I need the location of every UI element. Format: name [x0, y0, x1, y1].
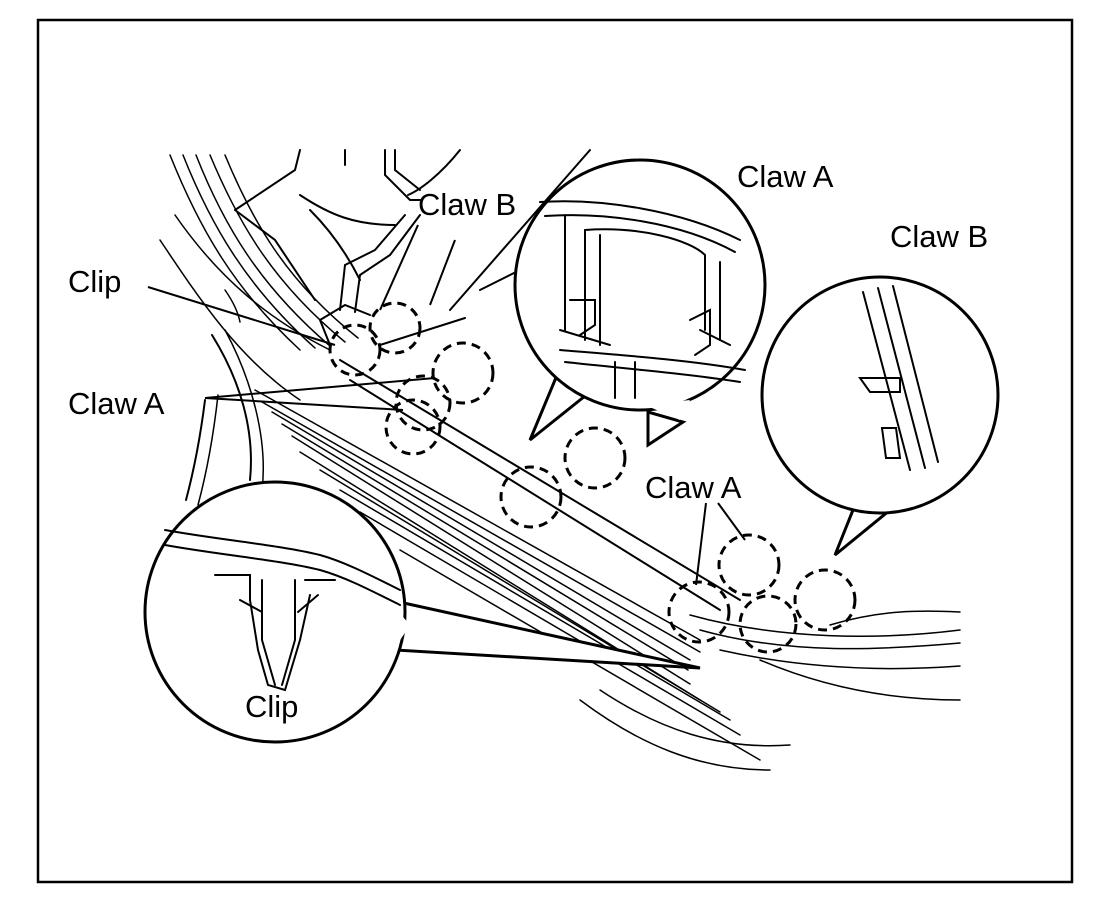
- claw-a-marker: [717, 533, 781, 597]
- clip-marker: [328, 323, 382, 377]
- claw-a-marker: [667, 580, 731, 644]
- claw-b-marker: [793, 568, 857, 632]
- label-clip-left: Clip: [68, 264, 121, 299]
- claw-a-marker: [431, 341, 495, 405]
- diagram-frame: [36, 18, 1074, 884]
- label-claw-b-center: Claw B: [418, 187, 516, 222]
- claw-a-marker: [394, 374, 452, 432]
- leader-lines: [147, 224, 746, 586]
- label-claw-a-bottom-right: Claw A: [645, 470, 742, 505]
- clip-detail-callout: [143, 480, 701, 744]
- claw-b-detail-callout: [760, 275, 1000, 557]
- label-claw-b-right: Claw B: [890, 219, 988, 254]
- claw-a-marker: [384, 398, 442, 456]
- label-claw-a-top: Claw A: [737, 159, 834, 194]
- claw-a-marker: [563, 426, 627, 490]
- trim-panel-lines: [159, 149, 961, 771]
- claw-a-detail-callout: [513, 158, 767, 448]
- label-claw-a-left: Claw A: [68, 386, 165, 421]
- clip-marker: [738, 594, 798, 654]
- claw-b-marker: [368, 301, 422, 355]
- fastener-markers: [328, 301, 857, 654]
- claw-a-marker: [499, 465, 563, 529]
- label-clip-bottom: Clip: [245, 689, 298, 724]
